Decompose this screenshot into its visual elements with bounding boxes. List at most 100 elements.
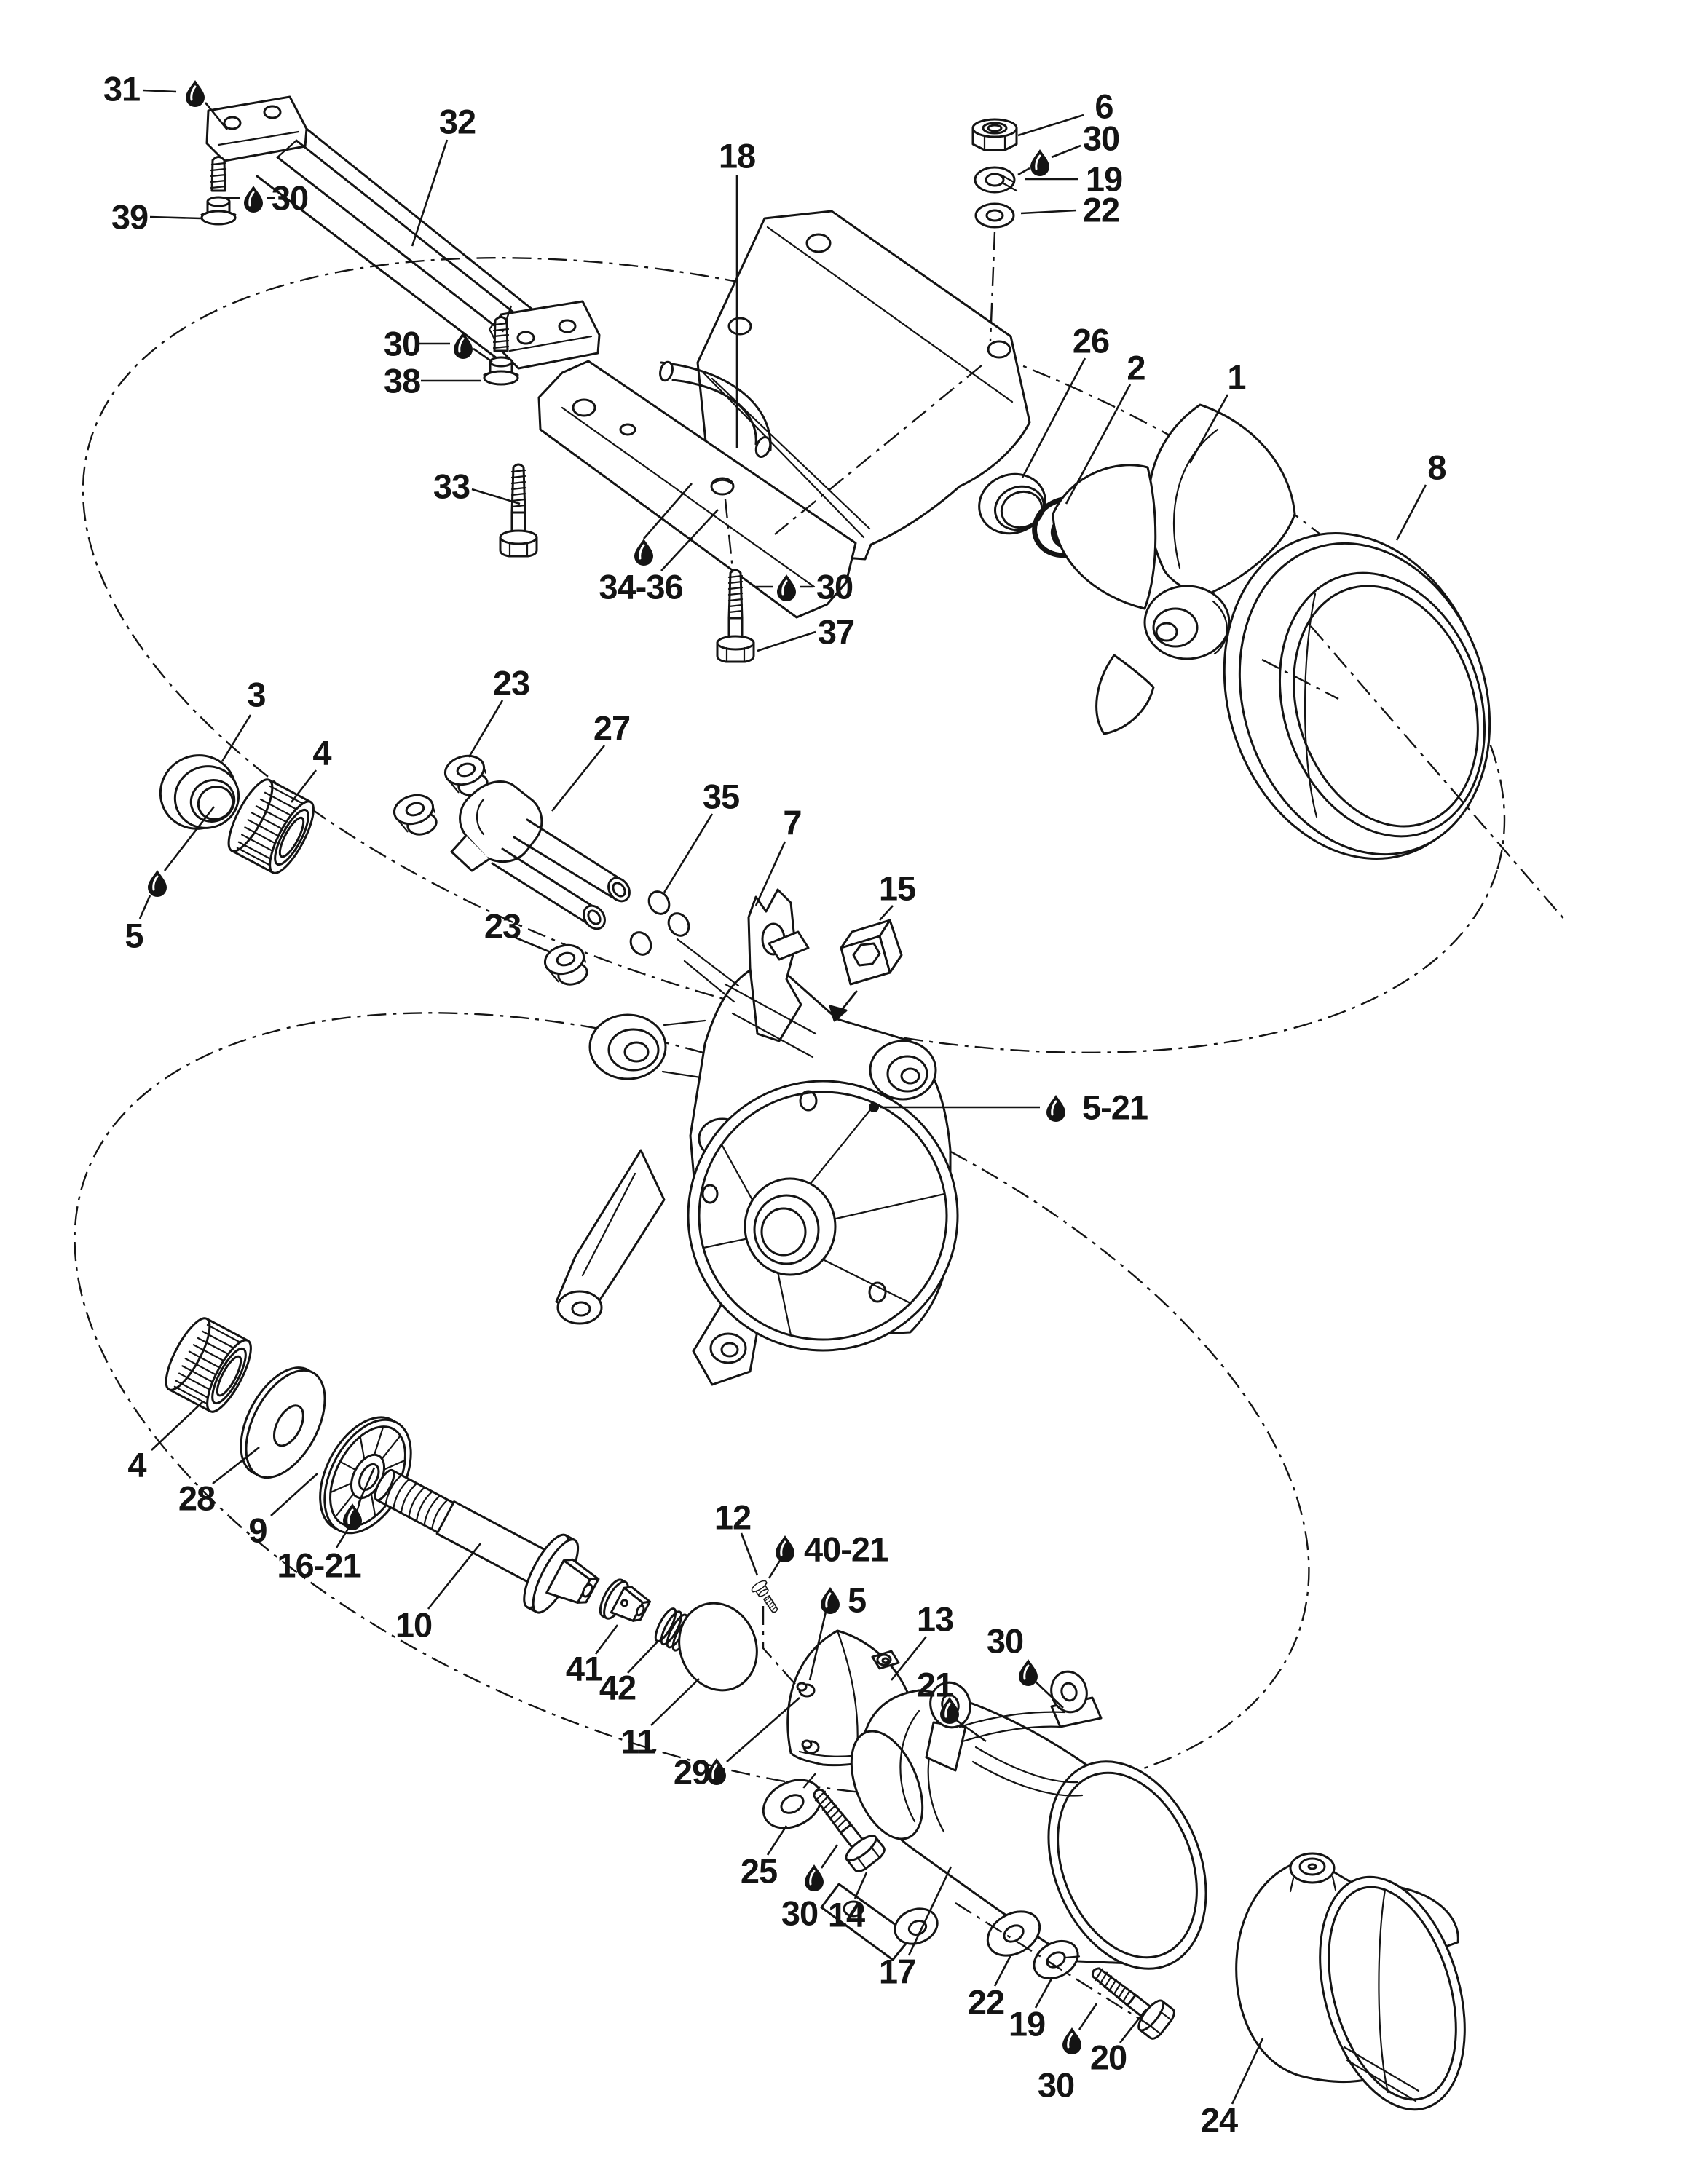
drive-shaft-10 [374, 1468, 600, 1614]
square-nut-15 [829, 919, 903, 1022]
loctite-droplet-icon [242, 184, 264, 214]
callout-label-6: 6 [1095, 87, 1113, 126]
leader-line-9 [270, 1473, 318, 1516]
axis-segment-7 [799, 1773, 816, 1793]
bolt-20 [1081, 1955, 1179, 2043]
callout-label-4: 4 [127, 1446, 146, 1484]
leader-line-27 [551, 745, 606, 812]
grommet-23-b [390, 790, 441, 842]
callout-label-16-21: 16-21 [277, 1546, 360, 1585]
leader-line-23 [515, 936, 551, 954]
leader-line-30 [1051, 144, 1081, 159]
leader-line-3 [221, 714, 252, 762]
coupler-41 [599, 1578, 651, 1622]
callout-label-9: 9 [248, 1511, 267, 1550]
leader-line-22 [993, 1955, 1012, 1987]
leader-line-42 [627, 1640, 659, 1674]
callout-label-30: 30 [987, 1622, 1023, 1661]
callout-label-34-36: 34-36 [599, 568, 682, 606]
callout-label-14: 14 [828, 1896, 865, 1934]
bolt-33 [499, 463, 538, 558]
callout-label-23: 23 [484, 907, 521, 946]
loctite-droplet-icon [1061, 2026, 1083, 2056]
callout-leader-lines [138, 89, 1427, 2105]
leader-line-31 [142, 89, 177, 93]
callout-label-18: 18 [719, 137, 755, 175]
leader-line-30 [820, 1844, 839, 1869]
leader-line-34-36 [660, 509, 719, 571]
leader-line-35 [663, 813, 714, 893]
venturi-housing-17 [820, 1670, 1207, 1970]
loctite-droplet-icon [1017, 1658, 1039, 1688]
leader-line-32 [411, 139, 449, 247]
loctite-droplet-icon [1045, 1093, 1067, 1123]
leader-line-29 [726, 1697, 800, 1762]
callout-label-2: 2 [1127, 349, 1145, 387]
callout-label-38: 38 [384, 362, 420, 400]
callout-label-3: 3 [247, 676, 265, 714]
callout-label-29: 29 [674, 1753, 710, 1792]
flat-washer-22 [974, 202, 1015, 229]
leader-line-21 [955, 1718, 987, 1743]
leader-line-22 [1020, 209, 1077, 215]
leader-line-30 [1035, 1681, 1064, 1709]
callout-label-22: 22 [1083, 191, 1119, 229]
leader-line-8 [1395, 484, 1427, 541]
callout-label-42: 42 [599, 1669, 636, 1707]
seal-ring-26 [978, 472, 1046, 535]
leader-line-4 [290, 769, 318, 803]
leader-line-14 [853, 1872, 868, 1899]
callout-label-24: 24 [1201, 2101, 1238, 2140]
callout-label-31: 31 [103, 70, 140, 108]
leader-line-15 [879, 905, 894, 921]
callout-label-11: 11 [620, 1722, 655, 1761]
leader-line-30 [1017, 167, 1030, 176]
leader-line-30 [1078, 2003, 1098, 2030]
leader-line-11 [650, 1678, 700, 1726]
callout-label-32: 32 [439, 103, 476, 141]
callout-label-20: 20 [1090, 2038, 1127, 2077]
leader-line-17 [907, 1866, 953, 1956]
callout-label-30: 30 [1083, 119, 1119, 158]
callout-label-7: 7 [783, 804, 801, 842]
leader-dot-5-21 [869, 1102, 879, 1112]
axis-segment-2 [501, 305, 513, 333]
leader-line-1 [1188, 394, 1229, 464]
leader-line-40-21 [768, 1559, 782, 1579]
callout-label-30: 30 [272, 179, 308, 218]
callout-label-17: 17 [879, 1952, 915, 1991]
lock-nut-6 [971, 118, 1018, 151]
callout-label-5: 5 [125, 917, 143, 955]
leader-line-39 [149, 215, 202, 220]
callout-label-30: 30 [384, 325, 420, 363]
callout-label-21: 21 [917, 1666, 953, 1704]
leader-line-10 [427, 1543, 482, 1610]
leader-line-26 [1021, 357, 1086, 478]
leader-line-19 [1034, 1978, 1053, 2009]
loctite-droplet-icon [146, 869, 168, 898]
tube-support-27 [450, 780, 631, 930]
grommet-23-c [540, 940, 591, 992]
loctite-droplet-icon [774, 1534, 796, 1564]
callout-label-1: 1 [1227, 358, 1245, 397]
callout-label-15: 15 [879, 869, 915, 908]
lock-washer-19 [974, 166, 1018, 194]
callout-label-4: 4 [312, 734, 331, 772]
axis-segment-6 [762, 1606, 799, 1688]
washer-28 [240, 1366, 326, 1479]
leader-line-7 [754, 841, 786, 906]
leader-line-34-36 [643, 483, 693, 539]
loctite-droplet-icon [633, 537, 655, 567]
leader-line-5 [138, 895, 151, 919]
leader-line-33 [471, 488, 521, 505]
callout-label-27: 27 [593, 709, 630, 748]
leader-line-30 [473, 347, 493, 363]
leader-line-13 [890, 1636, 928, 1681]
callout-label-13: 13 [917, 1600, 953, 1639]
callout-label-39: 39 [111, 198, 148, 237]
callout-label-10: 10 [395, 1606, 432, 1645]
leader-line-28 [212, 1446, 260, 1485]
